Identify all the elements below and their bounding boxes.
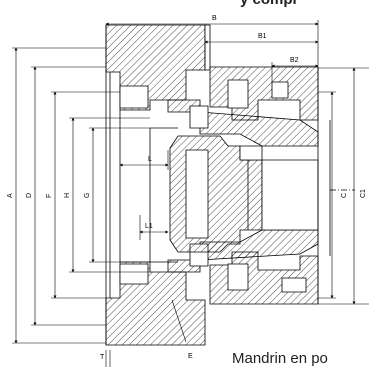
caption-text: Mandrin en po bbox=[232, 350, 328, 367]
label-B1: B1 bbox=[258, 33, 267, 40]
label-L: L bbox=[148, 156, 152, 163]
dimension-lines bbox=[12, 20, 369, 367]
label-H: H bbox=[64, 193, 71, 198]
label-C1: C1 bbox=[360, 189, 367, 198]
label-B: B bbox=[212, 15, 217, 22]
header-text-fragment: y compl bbox=[240, 0, 297, 8]
label-E: E bbox=[188, 353, 193, 360]
outline-lines bbox=[105, 25, 355, 345]
label-F: F bbox=[46, 194, 53, 198]
upper-body-section bbox=[105, 24, 319, 147]
label-C: C bbox=[341, 193, 348, 198]
dimension-labels: B B1 B2 A D F H G L L1 C C1 E T bbox=[7, 15, 367, 361]
collet-section bbox=[169, 135, 319, 253]
label-L1: L1 bbox=[145, 223, 153, 230]
label-A: A bbox=[7, 193, 14, 198]
label-D: D bbox=[26, 193, 33, 198]
label-G: G bbox=[84, 193, 91, 198]
label-B2: B2 bbox=[290, 57, 299, 64]
label-T: T bbox=[100, 354, 105, 361]
